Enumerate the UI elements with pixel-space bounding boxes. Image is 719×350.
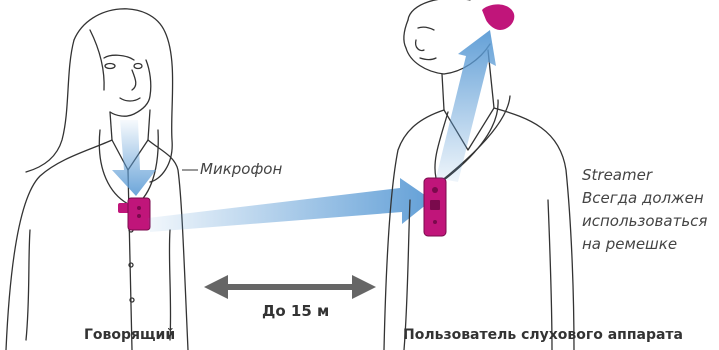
streamer-note-line: Streamer (582, 164, 707, 187)
streamer-device-icon (424, 178, 446, 236)
speaker-figure (6, 9, 188, 350)
streamer-note-line: Всегда должен (582, 187, 707, 210)
user-label: Пользователь слухового аппарата (403, 327, 683, 343)
distance-label: До 15 м (262, 302, 329, 320)
microphone-label: Микрофон (200, 160, 282, 178)
speaker-label: Говорящий (84, 327, 175, 343)
hearing-aid-icon (482, 4, 514, 30)
microphone-device-icon (118, 198, 150, 230)
streamer-note-line: на ремешке (582, 233, 707, 256)
voice-beam-arrow (112, 120, 156, 196)
streamer-note: Streamer Всегда должен использоваться на… (582, 164, 707, 256)
streamer-note-line: использоваться (582, 210, 707, 233)
distance-arrow (204, 275, 376, 299)
